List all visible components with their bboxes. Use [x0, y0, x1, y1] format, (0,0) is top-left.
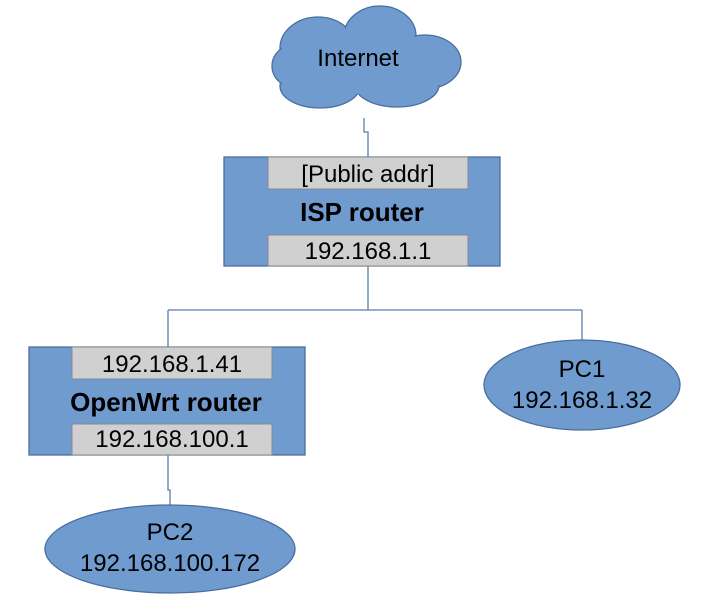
pc1-address: 192.168.1.32 — [512, 387, 652, 414]
isp-router-lan-port-label: 192.168.1.1 — [305, 238, 432, 265]
link-openwrt-pc2 — [167, 455, 171, 505]
openwrt-router-wan-port-label: 192.168.1.41 — [102, 351, 242, 378]
pc2-address: 192.168.100.172 — [80, 550, 260, 577]
link-internet-isp — [363, 118, 369, 157]
isp-router-public-port-label: [Public addr] — [301, 161, 434, 188]
isp-router: [Public addr] ISP router 192.168.1.1 — [223, 156, 501, 267]
internet-label: Internet — [317, 45, 399, 72]
pc1-node: PC1 192.168.1.32 — [483, 339, 681, 431]
links — [167, 118, 583, 505]
openwrt-router-lan-port-label: 192.168.100.1 — [95, 426, 248, 453]
isp-router-public-port — [267, 156, 469, 190]
openwrt-router-name: OpenWrt router — [70, 387, 262, 417]
openwrt-router-wan-port — [71, 346, 273, 380]
openwrt-router-lan-port — [71, 423, 273, 456]
pc1-name: PC1 — [559, 356, 606, 383]
pc1-ellipse — [483, 339, 681, 431]
openwrt-router: 192.168.1.41 OpenWrt router 192.168.100.… — [28, 346, 306, 456]
isp-router-lan-port — [267, 234, 469, 267]
internet-node: Internet — [271, 5, 462, 109]
pc2-ellipse — [44, 504, 296, 594]
pc2-node: PC2 192.168.100.172 — [44, 504, 296, 594]
isp-router-name: ISP router — [300, 197, 424, 227]
pc2-name: PC2 — [147, 519, 194, 546]
